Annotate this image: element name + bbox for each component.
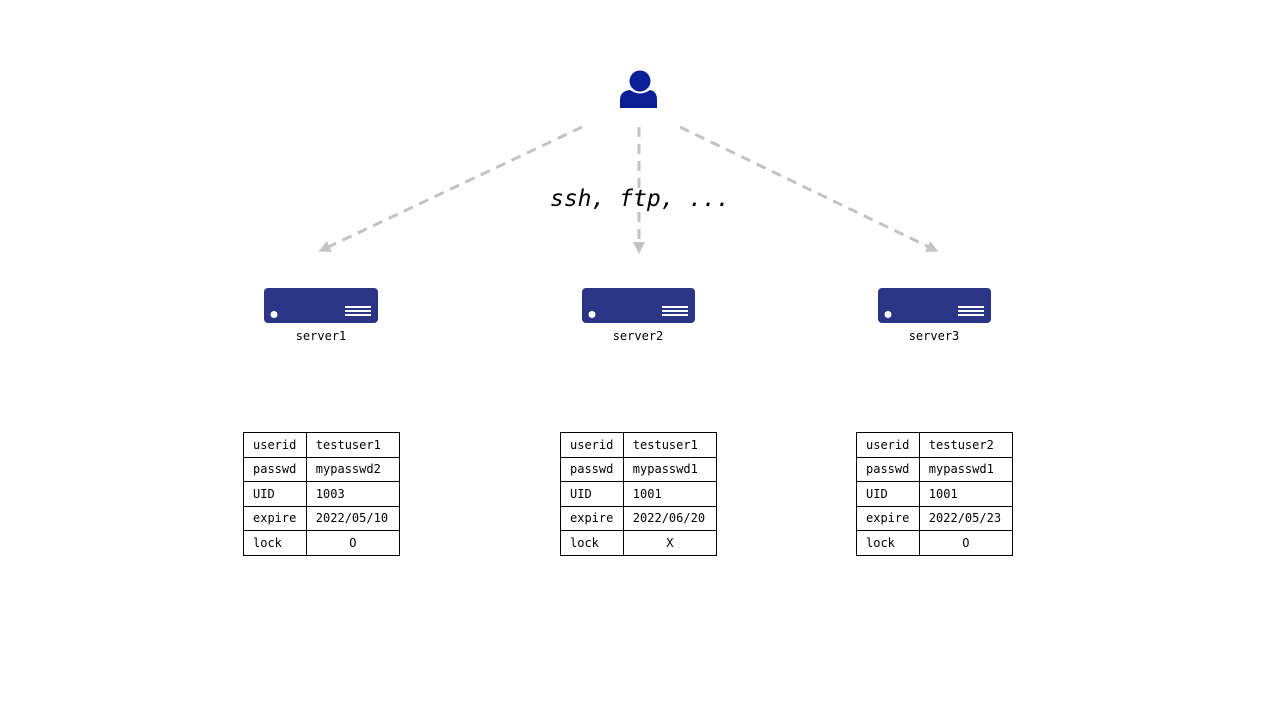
user-icon xyxy=(620,70,657,108)
server2-user-table: userid testuser1 passwd mypasswd1 UID 10… xyxy=(560,432,718,556)
table-row: passwd mypasswd2 xyxy=(243,456,401,482)
server-body xyxy=(264,288,378,323)
row-key: lock xyxy=(243,530,307,556)
row-value: O xyxy=(305,530,401,556)
table-row: passwd mypasswd1 xyxy=(560,456,718,482)
row-value: 2022/05/10 xyxy=(305,505,401,531)
row-key: passwd xyxy=(856,456,920,482)
server-slot xyxy=(345,306,371,308)
row-key: userid xyxy=(856,432,920,458)
table-row: passwd mypasswd1 xyxy=(856,456,1014,482)
table-row: userid testuser1 xyxy=(560,432,718,458)
row-value: O xyxy=(918,530,1014,556)
server-slot xyxy=(958,310,984,312)
server-slot xyxy=(662,314,688,316)
server2-label: server2 xyxy=(612,329,664,343)
row-value: X xyxy=(622,530,718,556)
table-row: userid testuser1 xyxy=(243,432,401,458)
row-key: userid xyxy=(243,432,307,458)
row-value: testuser1 xyxy=(622,432,718,458)
table-row: userid testuser2 xyxy=(856,432,1014,458)
row-key: passwd xyxy=(243,456,307,482)
server-body xyxy=(878,288,991,323)
server-slot xyxy=(958,306,984,308)
row-key: expire xyxy=(243,505,307,531)
row-value: 2022/06/20 xyxy=(622,505,718,531)
user-icon-body xyxy=(620,90,657,108)
table-row: UID 1001 xyxy=(560,481,718,507)
server-led xyxy=(588,311,596,318)
table-row: lock X xyxy=(560,530,718,556)
row-key: lock xyxy=(560,530,624,556)
server3-user-table: userid testuser2 passwd mypasswd1 UID 10… xyxy=(856,432,1014,556)
server1-user-table: userid testuser1 passwd mypasswd2 UID 10… xyxy=(243,432,401,556)
table-row: lock O xyxy=(856,530,1014,556)
row-key: UID xyxy=(560,481,624,507)
server-body xyxy=(582,288,695,323)
arrow-to-server1 xyxy=(318,125,583,252)
server-slot xyxy=(958,314,984,316)
server-slot xyxy=(345,310,371,312)
table-row: UID 1003 xyxy=(243,481,401,507)
row-value: mypasswd1 xyxy=(918,456,1014,482)
table-row: expire 2022/05/10 xyxy=(243,505,401,531)
row-value: mypasswd1 xyxy=(622,456,718,482)
arrow-to-server3 xyxy=(679,125,939,252)
server-slot xyxy=(662,306,688,308)
server-icon-2 xyxy=(582,288,695,323)
row-value: 2022/05/23 xyxy=(918,505,1014,531)
row-value: testuser1 xyxy=(305,432,401,458)
row-key: passwd xyxy=(560,456,624,482)
table-row: expire 2022/05/23 xyxy=(856,505,1014,531)
server1-label: server1 xyxy=(295,329,347,343)
table-row: UID 1001 xyxy=(856,481,1014,507)
server-led xyxy=(884,311,892,318)
server3-label: server3 xyxy=(908,329,960,343)
row-key: userid xyxy=(560,432,624,458)
row-key: lock xyxy=(856,530,920,556)
server-led xyxy=(270,311,278,318)
server-icon-3 xyxy=(878,288,991,323)
row-key: UID xyxy=(243,481,307,507)
server-icon-1 xyxy=(264,288,378,323)
row-value: 1001 xyxy=(622,481,718,507)
row-value: mypasswd2 xyxy=(305,456,401,482)
row-value: 1003 xyxy=(305,481,401,507)
row-key: expire xyxy=(560,505,624,531)
user-icon-head xyxy=(629,70,651,92)
server-slot xyxy=(345,314,371,316)
row-value: testuser2 xyxy=(918,432,1014,458)
row-value: 1001 xyxy=(918,481,1014,507)
server-slot xyxy=(662,310,688,312)
row-key: expire xyxy=(856,505,920,531)
row-key: UID xyxy=(856,481,920,507)
connection-label: ssh, ftp, ... xyxy=(549,186,730,212)
table-row: expire 2022/06/20 xyxy=(560,505,718,531)
table-row: lock O xyxy=(243,530,401,556)
